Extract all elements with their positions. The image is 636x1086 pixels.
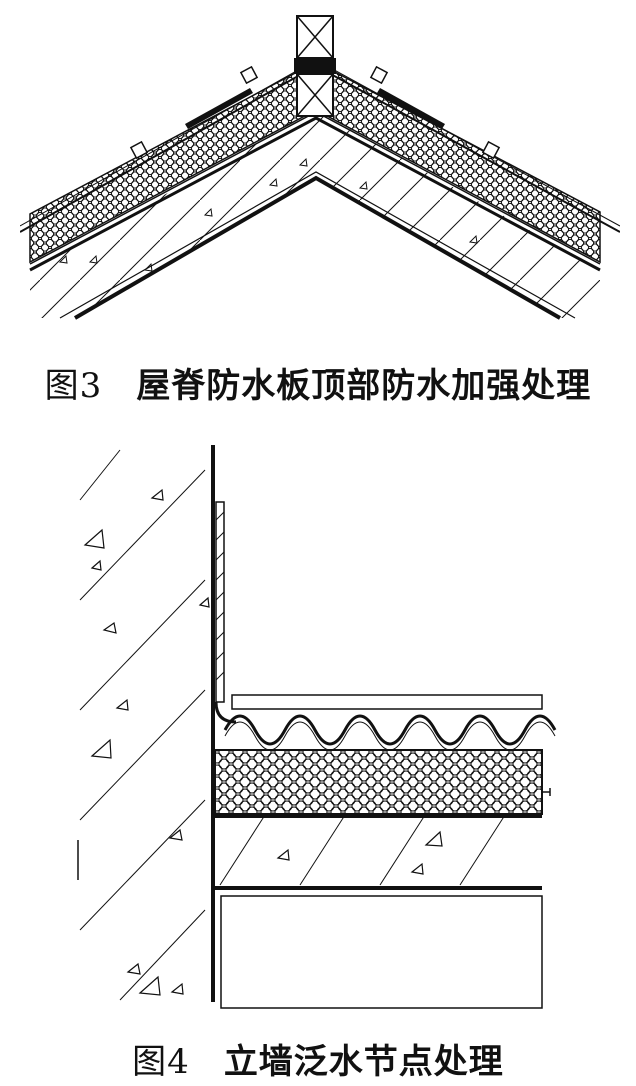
insulation-layer (214, 749, 543, 815)
figure-3-ridge-diagram (0, 0, 636, 330)
figure-4-label: 图4 (132, 1042, 190, 1082)
figure-4-title: 立墙泛水节点处理 (223, 1042, 504, 1082)
wall-hatch (79, 449, 206, 1001)
figure-3-title: 屋脊防水板顶部防水加强处理 (136, 366, 592, 406)
figure-3-caption: 图3 屋脊防水板顶部防水加强处理 (0, 358, 636, 407)
slab-hatch (219, 814, 506, 886)
figure-4-caption: 图4 立墙泛水节点处理 (0, 1034, 636, 1083)
concrete-slab (30, 110, 600, 318)
corrugated-panel (223, 714, 557, 746)
figure-3-label: 图3 (44, 366, 103, 406)
figure-4-wall-flashing-diagram (0, 440, 636, 1020)
fasteners (129, 65, 501, 160)
